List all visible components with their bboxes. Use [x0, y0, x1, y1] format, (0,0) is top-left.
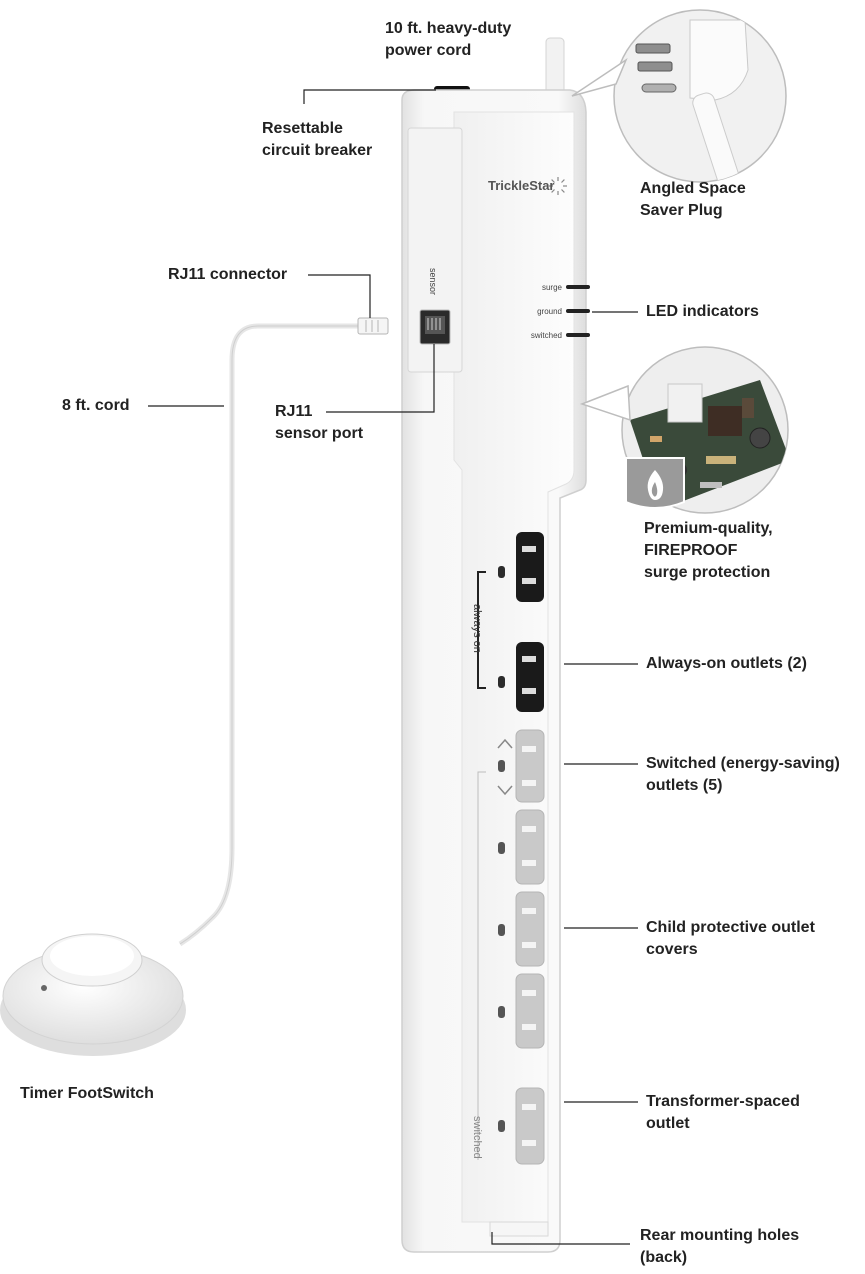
outlet-switched-5-transformer [498, 1087, 545, 1165]
surge-board-inset-pointer [579, 384, 631, 422]
callout-power-cord-line-2: power cord [385, 42, 472, 59]
power-strip [401, 89, 587, 1253]
callout-child-covers-line-1: Child protective outlet [646, 919, 815, 936]
leader-rj11-connector [308, 274, 371, 318]
callout-circuit-breaker-line-1: Resettable [262, 120, 343, 137]
callout-led-indicators-line-1: LED indicators [646, 303, 759, 320]
callout-circuit-breaker: Resettable circuit breaker [262, 118, 372, 162]
plug-inset-pointer [571, 58, 628, 97]
trickle-star-logo-icon [549, 177, 567, 195]
plug-inset [613, 9, 787, 183]
plug-prong-1 [635, 43, 671, 54]
rj11-connector [357, 317, 389, 335]
callout-switched-outlets: Switched (energy-saving) outlets (5) [646, 753, 840, 797]
callout-power-cord: 10 ft. heavy-duty power cord [385, 18, 511, 62]
fireproof-shield-icon [625, 457, 685, 509]
led-label-ground: ground [537, 307, 562, 316]
switched-label: switched [471, 1116, 483, 1159]
callout-transformer-outlet-line-2: outlet [646, 1115, 690, 1132]
callout-rj11-connector: RJ11 connector [168, 264, 287, 286]
leader-rj11-port [326, 344, 435, 413]
leader-circuit-breaker [303, 89, 436, 104]
outlet-switched-4 [498, 973, 545, 1049]
mounting-tab [489, 1221, 549, 1237]
led-label-switched: switched [531, 331, 562, 340]
timer-footswitch [0, 933, 186, 1056]
led-bar-ground [566, 309, 590, 313]
callout-switched-outlets-line-1: Switched (energy-saving) [646, 755, 840, 772]
leader-mounting-holes [491, 1232, 630, 1245]
callout-timer-footswitch: Timer FootSwitch [20, 1083, 154, 1105]
callout-plug: Angled Space Saver Plug [640, 178, 746, 222]
outlet-always-on-1 [498, 532, 544, 602]
outlet-switched-2 [498, 809, 545, 885]
outlet-switched-1 [498, 729, 545, 803]
callout-always-on-outlets-line-1: Always-on outlets (2) [646, 655, 807, 672]
plug-prong-2 [637, 61, 673, 72]
led-bar-surge [566, 285, 590, 289]
callout-child-covers-line-2: covers [646, 941, 698, 958]
callout-always-on-outlets: Always-on outlets (2) [646, 653, 807, 675]
callout-plug-line-1: Angled Space [640, 180, 746, 197]
callout-surge-protection-line-2: FIREPROOF [644, 542, 738, 559]
callout-child-covers: Child protective outlet covers [646, 917, 815, 961]
footswitch-indicator-light [41, 985, 47, 991]
callout-power-cord-line-1: 10 ft. heavy-duty [385, 20, 512, 37]
callout-mounting-holes: Rear mounting holes (back) [640, 1225, 799, 1269]
callout-surge-protection: Premium-quality, FIREPROOF surge protect… [644, 518, 773, 584]
brand-logo: TrickleStar [488, 178, 555, 193]
callout-8ft-cord-line-1: 8 ft. cord [62, 397, 130, 414]
callout-rj11-connector-line-1: RJ11 connector [168, 266, 288, 283]
led-bar-switched [566, 333, 590, 337]
callout-timer-footswitch-line-1: Timer FootSwitch [20, 1085, 154, 1102]
led-label-surge: surge [542, 283, 563, 292]
callout-circuit-breaker-line-2: circuit breaker [262, 142, 373, 159]
callout-8ft-cord: 8 ft. cord [62, 395, 130, 417]
callout-switched-outlets-line-2: outlets (5) [646, 777, 723, 794]
sensor-port-label: sensor [428, 268, 438, 295]
callout-mounting-holes-line-1: Rear mounting holes [640, 1227, 800, 1244]
callout-mounting-holes-line-2: (back) [640, 1249, 688, 1266]
callout-rj11-port: RJ11 sensor port [275, 401, 363, 445]
outlet-always-on-2 [498, 642, 544, 712]
led-indicators: surge ground switched [531, 283, 590, 340]
callout-rj11-port-line-1: RJ11 [275, 403, 313, 420]
callout-surge-protection-line-1: Premium-quality, [644, 520, 773, 537]
callout-surge-protection-line-3: surge protection [644, 564, 771, 581]
callout-plug-line-2: Saver Plug [640, 202, 723, 219]
callout-transformer-outlet-line-1: Transformer-spaced [646, 1093, 800, 1110]
plug-ground-pin [641, 83, 677, 93]
always-on-label: always on [471, 604, 483, 653]
callout-rj11-port-line-2: sensor port [275, 425, 364, 442]
leader-lines [148, 89, 638, 1245]
callout-led-indicators: LED indicators [646, 301, 759, 323]
outlet-switched-3 [498, 891, 545, 967]
callout-transformer-outlet: Transformer-spaced outlet [646, 1091, 800, 1135]
